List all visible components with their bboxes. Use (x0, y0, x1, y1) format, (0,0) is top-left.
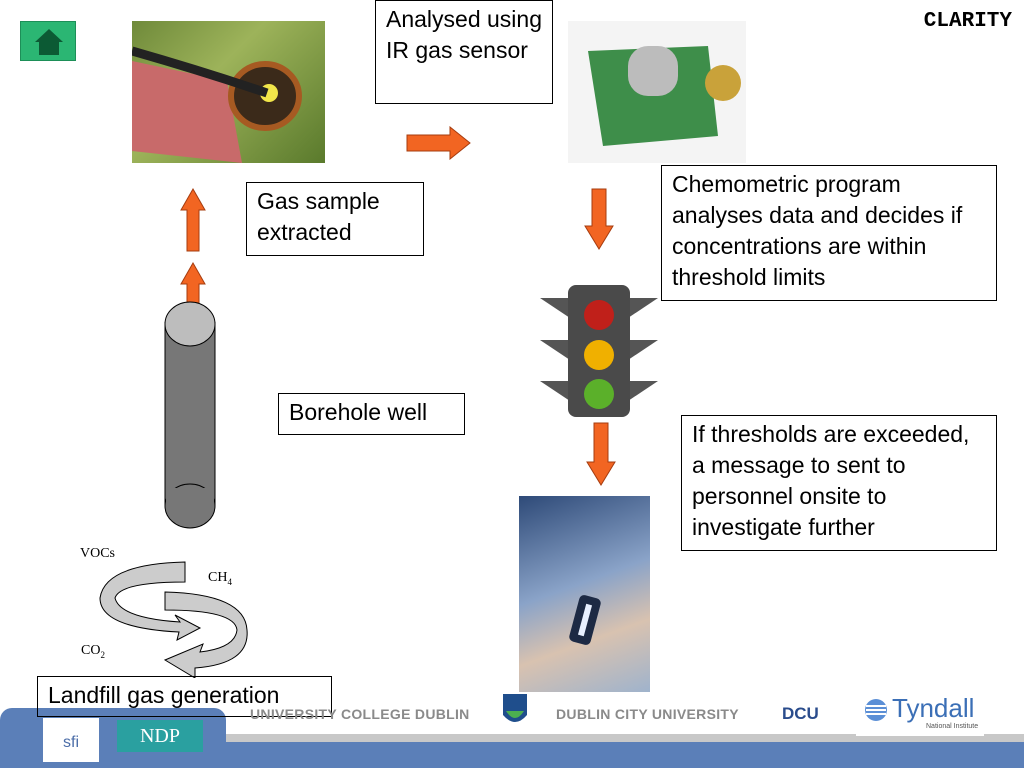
analysed-label: Analysed using IR gas sensor (375, 0, 553, 104)
chemometric-label: Chemometric program analyses data and de… (661, 165, 997, 301)
arrow-right-icon (406, 126, 471, 160)
dcu-logo: DCU (782, 704, 819, 724)
footer-rule (225, 734, 1024, 742)
ch4-text: CH (208, 570, 228, 585)
sensor-photo (568, 21, 746, 163)
dcu-name: DUBLIN CITY UNIVERSITY (556, 706, 739, 722)
borehole-cylinder (164, 301, 216, 529)
ucd-name: UNIVERSITY COLLEGE DUBLIN (250, 706, 470, 722)
slide-title: CLARITY (923, 10, 1012, 33)
sfi-logo-text: sfi (63, 734, 79, 751)
ch4-label: CH4 (208, 570, 232, 587)
vocs-label: VOCs (80, 546, 116, 561)
ndp-logo-text: NDP (139, 725, 180, 747)
borehole-photo (132, 21, 325, 163)
arrow-up-icon (180, 188, 206, 252)
tyndall-subtext: National Institute (926, 723, 979, 730)
landfill-label: Landfill gas generation (37, 676, 332, 717)
borehole-label: Borehole well (278, 393, 465, 435)
co2-subscript: 2 (100, 649, 105, 660)
sfi-logo: sfi (43, 718, 99, 762)
dcu-logo-text: DCU (782, 704, 819, 723)
home-button[interactable] (20, 21, 76, 61)
gas-cycle-diagram (99, 561, 248, 678)
tyndall-logo: Tyndall National Institute (856, 688, 984, 736)
ndp-logo: NDP (117, 720, 203, 752)
arrow-down-icon (584, 188, 614, 250)
phone-photo (519, 496, 650, 692)
tyndall-globe-icon (865, 699, 887, 721)
co2-label: CO2 (81, 643, 105, 660)
home-icon (35, 29, 63, 55)
arrow-down-icon (586, 422, 616, 486)
traffic-light-icon (540, 285, 658, 417)
thresholds-label: If thresholds are exceeded, a message to… (681, 415, 997, 551)
ch4-subscript: 4 (227, 576, 232, 587)
tyndall-text: Tyndall (892, 693, 975, 723)
co2-text: CO (81, 643, 101, 658)
gas-sample-label: Gas sample extracted (246, 182, 424, 256)
ucd-crest-icon (503, 694, 527, 722)
